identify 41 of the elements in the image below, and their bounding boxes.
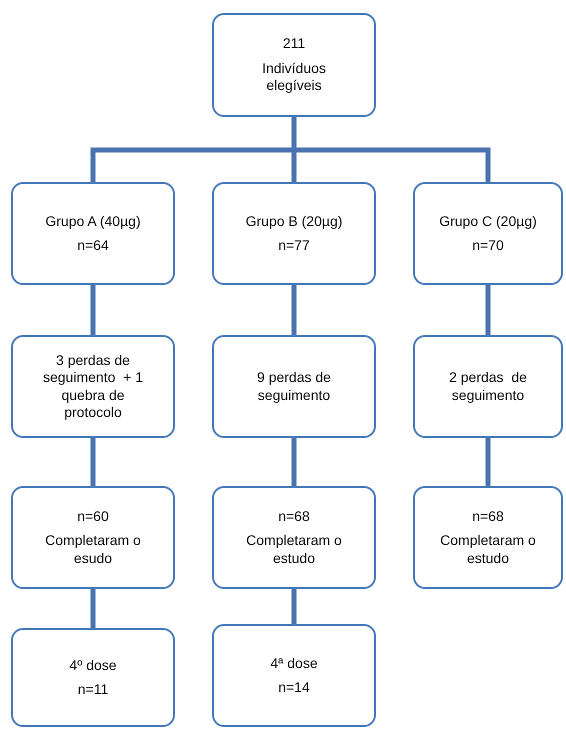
box-text: n=14 [278, 679, 310, 696]
connector-line [292, 285, 296, 335]
box-text: 211 [282, 35, 306, 53]
box-text: 3 perdas de seguimento + 1 quebra de protocolo [42, 352, 144, 422]
connector-line [90, 285, 96, 335]
process-box [212, 624, 376, 727]
box-text: 4ª dose [270, 654, 318, 672]
connector-line [292, 589, 296, 624]
process-box [11, 182, 175, 285]
connector-line [90, 589, 96, 628]
process-box [212, 486, 376, 589]
box-text: n=70 [472, 237, 504, 254]
process-box [11, 628, 175, 727]
box-text: Grupo C (20µg) [439, 212, 537, 230]
process-box [212, 182, 376, 285]
process-box [413, 486, 563, 589]
box-text: n=68 [472, 508, 504, 526]
process-box [413, 182, 563, 285]
process-box [212, 13, 376, 117]
box-text: n=68 [278, 508, 310, 526]
box-text: n=77 [278, 237, 310, 254]
process-box [11, 335, 175, 438]
connector-line [292, 438, 296, 486]
connector-line [486, 438, 490, 486]
box-text: n=11 [78, 681, 108, 698]
box-text: 2 perdas de seguimento [448, 369, 528, 404]
box-text: n=64 [77, 237, 109, 254]
box-text: n=60 [77, 508, 109, 526]
box-text: 4º dose [69, 656, 117, 674]
process-box [11, 486, 175, 589]
connector-line [486, 285, 490, 335]
connector-line [90, 438, 96, 486]
box-text: Completaram o estudo [439, 532, 537, 568]
box-text: Grupo A (40µg) [45, 212, 141, 230]
process-box [212, 335, 376, 438]
process-box [413, 335, 563, 438]
box-text: Grupo B (20µg) [246, 212, 342, 230]
box-text: Completaram o estudo [245, 532, 343, 568]
box-text: Indivíduos elegíveis [261, 60, 327, 95]
box-text: Completaram o esudo [44, 532, 142, 568]
box-text: 9 perdas de seguimento [256, 369, 332, 404]
